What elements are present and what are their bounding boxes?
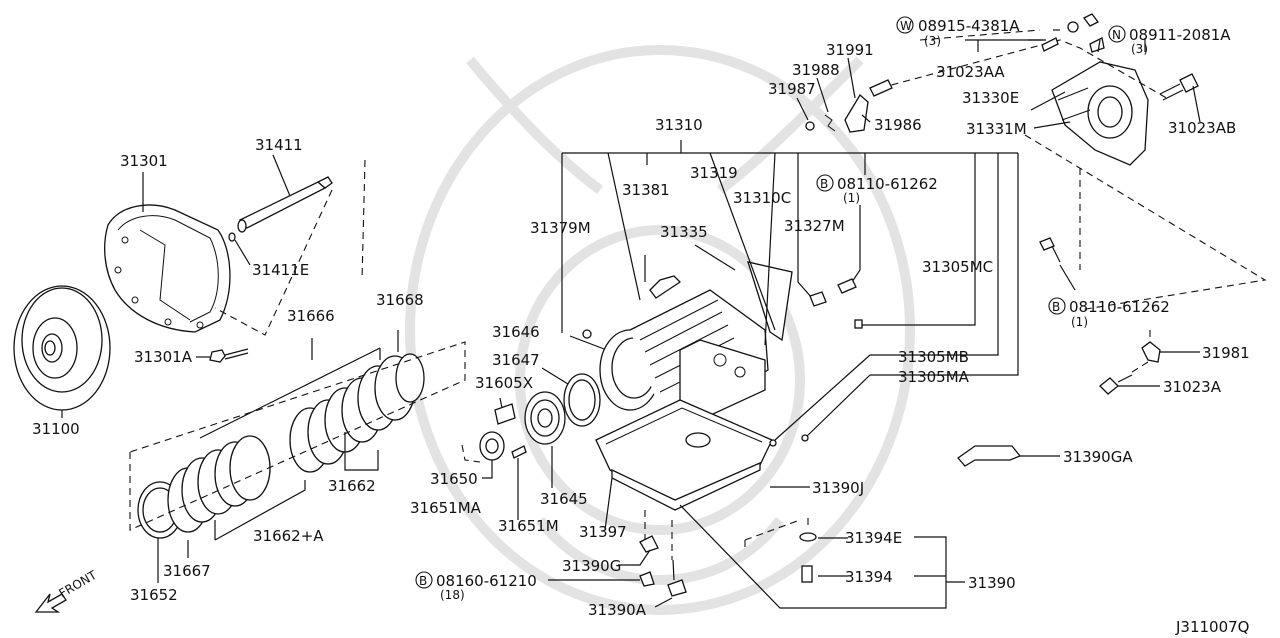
callout-31381: 31381 xyxy=(622,181,670,199)
callout-31652: 31652 xyxy=(130,586,178,604)
fastener-b08110-right-number: 08110-61262 xyxy=(1069,298,1170,316)
transmission-case-drawing xyxy=(599,261,793,421)
input-shaft-drawing xyxy=(237,176,333,233)
badge-b-letter: B xyxy=(820,177,828,191)
callout-31651M: 31651M xyxy=(498,517,559,535)
fastener-w08915-qty: (3) xyxy=(924,34,941,48)
callout-31390J: 31390J xyxy=(812,479,864,497)
clutch-pack-drawing xyxy=(137,353,425,539)
converter-housing-drawing xyxy=(104,204,231,333)
bracket-31981-drawing xyxy=(1099,341,1161,395)
callout-31331M: 31331M xyxy=(966,120,1027,138)
callout-31305MC: 31305MC xyxy=(922,258,993,276)
callout-31651MA: 31651MA xyxy=(410,499,482,517)
tube-31381-drawing xyxy=(649,275,682,299)
callout-31390GA: 31390GA xyxy=(1063,448,1133,466)
callout-31301A: 31301A xyxy=(134,348,193,366)
badge-n-letter: N xyxy=(1112,28,1121,42)
bracket-31390GA-drawing xyxy=(957,445,1022,467)
fastener-b08110-right-qty: (1) xyxy=(1071,315,1088,329)
callout-31987: 31987 xyxy=(768,80,816,98)
callout-31646: 31646 xyxy=(492,323,540,341)
top-right-fasteners xyxy=(1041,13,1105,53)
badge-w-letter: W xyxy=(900,19,912,33)
fastener-n08911: N 08911-2081A (3) xyxy=(1108,25,1231,56)
rear-extension-drawing xyxy=(1051,61,1149,166)
callout-31647: 31647 xyxy=(492,351,540,369)
case-small-parts xyxy=(582,278,863,447)
badge-b-letter: B xyxy=(1052,300,1060,314)
bolt-08110-right-drawing xyxy=(1039,237,1061,263)
callout-31662-plus-a: 31662+A xyxy=(253,527,324,545)
callout-31645: 31645 xyxy=(540,490,588,508)
oil-pan-drawing xyxy=(595,399,773,511)
badge-w-circle xyxy=(896,16,914,34)
watermark-emblem xyxy=(405,45,915,615)
parking-parts-drawing xyxy=(805,79,893,133)
callout-31991: 31991 xyxy=(826,41,874,59)
fastener-b08110-top-qty: (1) xyxy=(843,191,860,205)
fastener-b08110-right: B 08110-61262 (1) xyxy=(1048,297,1170,329)
bolt-31301A-drawing xyxy=(209,348,249,363)
callout-31310: 31310 xyxy=(655,116,703,134)
callout-31100: 31100 xyxy=(32,420,80,438)
callout-31305MB: 31305MB xyxy=(898,348,969,366)
callout-31390: 31390 xyxy=(968,574,1016,592)
callout-31310C: 31310C xyxy=(733,189,791,207)
callout-31023AA: 31023AA xyxy=(936,63,1005,81)
fastener-n08911-qty: (3) xyxy=(1131,42,1148,56)
callout-31650: 31650 xyxy=(430,470,478,488)
torque-converter-drawing xyxy=(13,285,111,411)
callout-31662: 31662 xyxy=(328,477,376,495)
callout-31397: 31397 xyxy=(579,523,627,541)
callout-31411E: 31411E xyxy=(252,261,309,279)
fastener-b08160-qty: (18) xyxy=(440,588,465,602)
callout-31666: 31666 xyxy=(287,307,335,325)
fastener-n08911-number: 08911-2081A xyxy=(1129,26,1231,44)
callout-31023A: 31023A xyxy=(1163,378,1222,396)
badge-n-circle xyxy=(1108,25,1126,43)
pan-fasteners-drawing xyxy=(639,532,817,597)
badge-b-circle xyxy=(1048,297,1066,315)
fastener-b08160: B 08160-61210 (18) xyxy=(415,571,537,602)
callout-31411: 31411 xyxy=(255,136,303,154)
callout-31305MA: 31305MA xyxy=(898,368,970,386)
fastener-w08915-number: 08915-4381A xyxy=(918,17,1020,35)
callout-31981: 31981 xyxy=(1202,344,1250,362)
callout-31390A: 31390A xyxy=(588,601,647,619)
badge-b-circle xyxy=(415,571,433,589)
o-ring-31411E xyxy=(228,232,236,242)
badge-b-letter: B xyxy=(419,574,427,588)
callout-31986: 31986 xyxy=(874,116,922,134)
callout-31301: 31301 xyxy=(120,152,168,170)
badge-b-circle xyxy=(816,174,834,192)
callout-31023AB: 31023AB xyxy=(1168,119,1236,137)
fastener-w08915: W 08915-4381A (3) xyxy=(896,16,1020,48)
bolt-31023AB-drawing xyxy=(1159,73,1199,101)
diagram-id: J311007Q xyxy=(1175,618,1250,636)
callout-31330E: 31330E xyxy=(962,89,1019,107)
callout-31390G: 31390G xyxy=(562,557,621,575)
fastener-b08160-number: 08160-61210 xyxy=(436,572,537,590)
callout-31605X: 31605X xyxy=(475,374,533,392)
fastener-b08110-top-number: 08110-61262 xyxy=(837,175,938,193)
callout-31668: 31668 xyxy=(376,291,424,309)
callout-31379M: 31379M xyxy=(530,219,591,237)
front-label: FRONT xyxy=(57,568,100,601)
callout-31667: 31667 xyxy=(163,562,211,580)
fastener-b08110-top: B 08110-61262 (1) xyxy=(816,174,938,205)
oil-pump-drawing xyxy=(479,373,601,461)
callout-31327M: 31327M xyxy=(784,217,845,235)
callout-31394: 31394 xyxy=(845,568,893,586)
callout-31394E: 31394E xyxy=(845,529,902,547)
front-arrow xyxy=(34,593,67,613)
callout-31335: 31335 xyxy=(660,223,708,241)
callout-31319: 31319 xyxy=(690,164,738,182)
callout-31988: 31988 xyxy=(792,61,840,79)
